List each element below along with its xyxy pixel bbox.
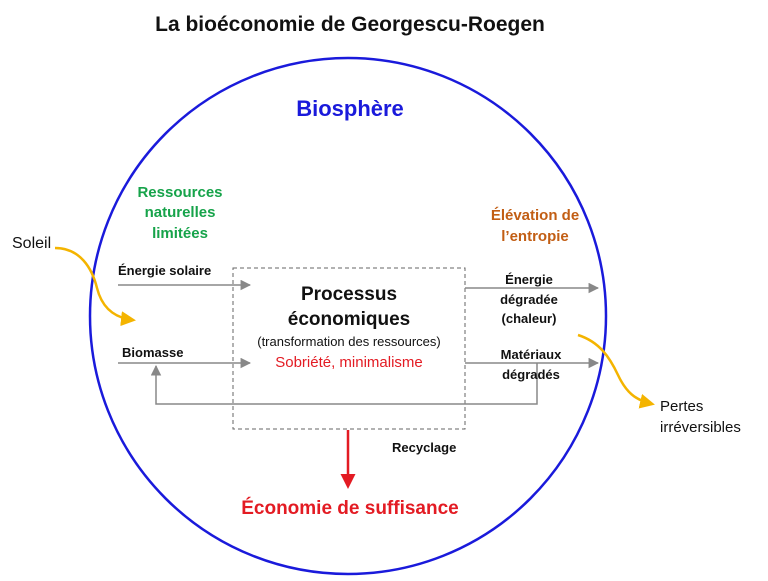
pertes-line-1: Pertes xyxy=(660,398,704,415)
processus-line-1: Processus xyxy=(300,284,398,305)
sobriete-label: Sobriété, minimalisme xyxy=(275,353,423,371)
economie-suffisance-label: Économie de suffisance xyxy=(241,498,459,519)
processus-label: Processus économiques (transformation de… xyxy=(234,283,464,372)
biosphere-label: Biosphère xyxy=(296,96,404,121)
recycling-loop-arrow xyxy=(150,363,538,405)
diagram-title: La bioéconomie de Georgescu-Roegen xyxy=(155,13,545,36)
entropie-line-2: l’entropie xyxy=(501,228,569,245)
soleil-arrow xyxy=(54,246,136,327)
materiaux-degrades-line-2: dégradés xyxy=(502,366,560,382)
energie-degradee-label: Énergie dégradée (chaleur) xyxy=(474,270,584,329)
ressources-line-1: Ressources xyxy=(137,184,223,201)
ressources-line-2: naturelles xyxy=(144,204,216,222)
recyclage-label: Recyclage xyxy=(392,440,457,455)
energie-degradee-line-1: Énergie xyxy=(505,272,553,287)
materiaux-degrades-line-1: Matériaux xyxy=(500,347,562,362)
pertes-label: Pertes irréversibles xyxy=(660,396,741,438)
materiaux-degrades-label: Matériaux dégradés xyxy=(476,345,586,384)
entropie-line-1: Élévation de xyxy=(490,207,580,224)
energie-degradee-line-3: (chaleur) xyxy=(501,311,557,326)
soleil-label: Soleil xyxy=(12,235,52,252)
ressources-label: Ressources naturelles limitées xyxy=(110,183,250,244)
ressources-line-3: limitées xyxy=(152,224,208,242)
entropie-label: Élévation de l’entropie xyxy=(460,205,610,247)
energie-solaire-label: Énergie solaire xyxy=(118,263,212,278)
processus-subtitle: (transformation des ressources) xyxy=(257,334,441,350)
pertes-line-2: irréversibles xyxy=(660,419,741,436)
pertes-arrow xyxy=(577,333,655,409)
biosphere-circle xyxy=(88,56,608,576)
process-box xyxy=(232,267,466,430)
energie-degradee-line-2: dégradée xyxy=(500,291,558,307)
biomasse-label: Biomasse xyxy=(122,345,184,360)
processus-line-2: économiques xyxy=(287,308,411,330)
